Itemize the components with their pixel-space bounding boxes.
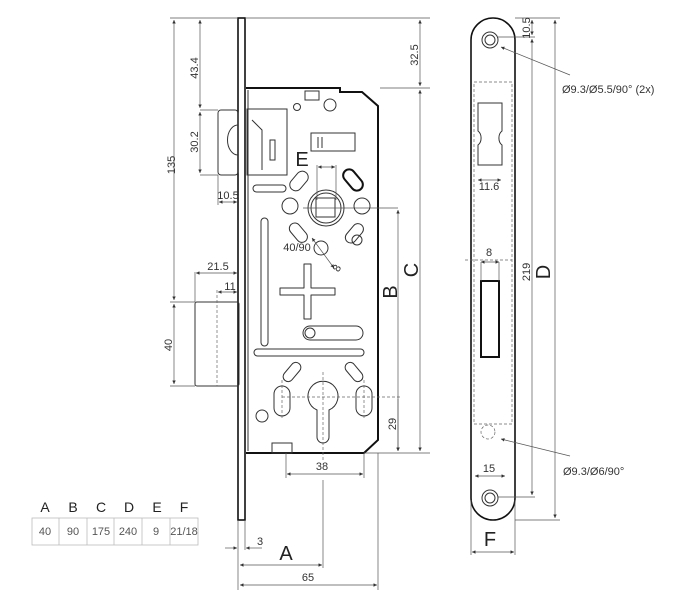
lock-dimension-lines	[170, 17, 430, 590]
svg-text:65: 65	[302, 572, 314, 584]
svg-text:90: 90	[67, 526, 79, 538]
case-features	[252, 90, 400, 460]
svg-text:8: 8	[486, 247, 492, 259]
faceplate	[237, 17, 246, 521]
svg-text:21.5: 21.5	[207, 261, 228, 273]
latch-bolt	[217, 108, 288, 176]
svg-text:Ø9.3/Ø6/90°: Ø9.3/Ø6/90°	[563, 466, 624, 478]
strike-plate	[470, 17, 516, 521]
svg-text:219: 219	[521, 263, 533, 281]
svg-text:A: A	[279, 543, 293, 565]
svg-text:Ø9.3/Ø5.5/90° (2x): Ø9.3/Ø5.5/90° (2x)	[562, 84, 654, 96]
svg-text:11: 11	[224, 281, 235, 293]
svg-text:30.2: 30.2	[189, 131, 201, 152]
svg-text:B: B	[68, 499, 77, 515]
svg-text:29: 29	[387, 418, 399, 430]
svg-text:9: 9	[153, 526, 159, 538]
svg-text:38: 38	[316, 461, 328, 473]
lock-case	[246, 87, 379, 454]
svg-text:10.5: 10.5	[521, 17, 533, 38]
svg-text:240: 240	[119, 526, 137, 538]
svg-text:11.6: 11.6	[479, 181, 500, 193]
svg-text:40/90: 40/90	[283, 242, 311, 254]
strike-dimension-labels: 10.5 Ø9.3/Ø5.5/90° (2x) 11.6 8 219 D Ø9.…	[479, 17, 655, 551]
svg-text:A: A	[40, 499, 50, 515]
svg-text:40: 40	[163, 339, 175, 351]
lock-dimension-labels: 135 43.4 30.2 10.5 40/90 8 E 21.5 11 40 …	[163, 44, 423, 584]
svg-text:E: E	[295, 149, 308, 171]
svg-text:10.5: 10.5	[217, 190, 238, 202]
svg-text:E: E	[152, 499, 161, 515]
svg-text:D: D	[124, 499, 134, 515]
svg-text:21/18: 21/18	[170, 526, 198, 538]
svg-text:43.4: 43.4	[189, 57, 201, 78]
dimension-table: A B C D E F 40 90 175 240 9 21/18	[31, 499, 199, 546]
strike-dimension-lines	[465, 17, 571, 555]
svg-text:40: 40	[39, 526, 51, 538]
svg-text:8: 8	[331, 263, 344, 274]
svg-text:135: 135	[166, 156, 178, 174]
deadbolt	[194, 290, 240, 387]
svg-text:175: 175	[92, 526, 110, 538]
svg-text:32.5: 32.5	[409, 44, 421, 65]
svg-text:C: C	[96, 499, 106, 515]
svg-text:15: 15	[483, 463, 495, 475]
svg-text:3: 3	[257, 536, 263, 548]
svg-text:F: F	[484, 529, 496, 551]
svg-text:C: C	[401, 263, 423, 277]
svg-text:B: B	[380, 285, 402, 298]
svg-text:F: F	[180, 499, 189, 515]
cylinder-cutout	[307, 380, 339, 444]
svg-text:D: D	[533, 265, 555, 279]
